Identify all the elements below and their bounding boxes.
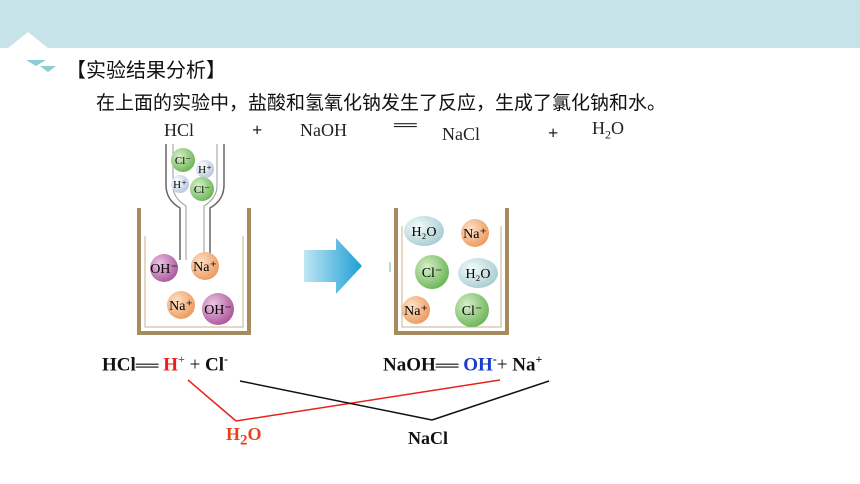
beaker-right-particles: H₂O Na⁺ Cl⁻ H₂O Na⁺ Cl⁻ (402, 216, 498, 327)
ion-label: Na⁺ (193, 260, 217, 275)
product-water: H2O (226, 424, 262, 449)
dropper (165, 144, 225, 260)
na-ion (167, 291, 195, 319)
ion-label: H⁺ (198, 164, 212, 176)
equation-arrow: ══ (394, 117, 417, 134)
beaker-left-ions: OH⁻ Na⁺ Na⁺ OH⁻ (150, 252, 234, 325)
cl-ion (415, 255, 449, 289)
equation-plus-2: + (548, 123, 559, 143)
beaker-right (394, 208, 509, 335)
oh-to-water-line (235, 379, 501, 422)
hcl-dissociation: HCl══ H+ + Cl- (102, 352, 229, 376)
equation-reactant-naoh: NaOH (300, 120, 347, 140)
h-ion (196, 160, 214, 178)
combination-lines (187, 379, 550, 422)
cl-to-nacl-line (239, 380, 433, 421)
section-title: 【实验结果分析】 (66, 58, 226, 82)
na-to-nacl-line (431, 380, 550, 421)
ion-label: H₂O (411, 225, 436, 240)
na-ion (402, 296, 430, 324)
equation-reactant-hcl: HCl (164, 120, 195, 140)
ion-label: Na⁺ (404, 304, 428, 319)
equation-plus-1: + (252, 120, 263, 140)
cl-ion (171, 148, 195, 172)
ion-label: Na⁺ (169, 299, 193, 314)
corner-decoration (8, 32, 56, 72)
product-nacl: NaCl (408, 428, 448, 448)
oh-ion (150, 254, 178, 282)
cl-ion (455, 293, 489, 327)
naoh-dissociation: NaOH══ OH-+ Na+ (383, 352, 543, 376)
h-to-water-line (187, 379, 237, 422)
ion-label: Cl⁻ (175, 155, 191, 167)
na-ion (191, 252, 219, 280)
oh-ion (202, 293, 234, 325)
ion-label: H⁺ (173, 179, 187, 191)
intro-text: 在上面的实验中，盐酸和氢氧化钠发生了反应，生成了氯化钠和水。 (96, 92, 667, 114)
equation-product-water: H2O (592, 118, 624, 142)
dropper-ions: Cl⁻ H⁺ H⁺ Cl⁻ (171, 148, 214, 201)
header-banner (0, 0, 860, 48)
ion-label: Cl⁻ (422, 266, 443, 281)
ion-label: Na⁺ (463, 227, 487, 242)
ion-label: H₂O (465, 267, 490, 282)
ion-label: OH⁻ (150, 262, 178, 277)
cl-ion (190, 177, 214, 201)
ion-label: Cl⁻ (194, 184, 210, 196)
water-molecule (404, 216, 444, 246)
ion-label: OH⁻ (204, 303, 232, 318)
ion-label: Cl⁻ (462, 304, 483, 319)
h-ion (171, 175, 189, 193)
reaction-arrow-icon (304, 238, 391, 294)
water-molecule (458, 258, 498, 288)
beaker-left (137, 208, 251, 335)
equation-product-nacl: NaCl (442, 124, 480, 144)
na-ion (461, 219, 489, 247)
